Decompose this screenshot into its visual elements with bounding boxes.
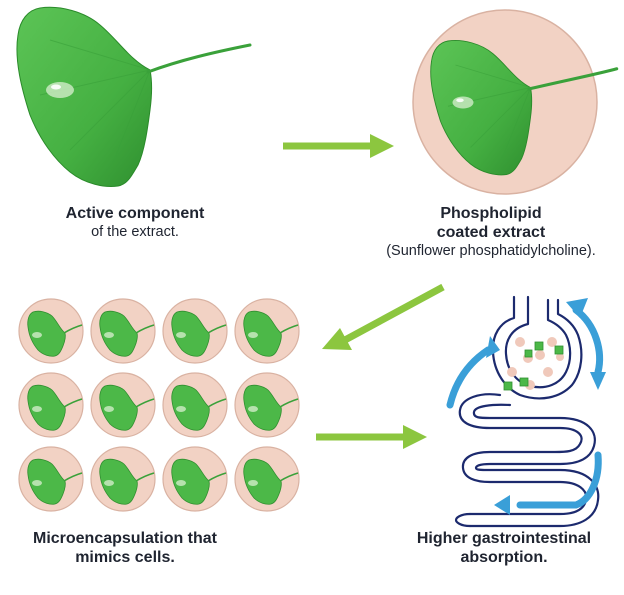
capsule-grid — [18, 298, 300, 512]
caption-subtitle: (Sunflower phosphatidylcholine). — [386, 242, 596, 259]
digestive-tract-icon — [454, 295, 600, 528]
capsule-icon — [162, 372, 228, 438]
caption-title: Phospholipid — [440, 205, 542, 222]
ginkgo-leaf-icon — [15, 5, 252, 188]
circulation-arrow-icon — [446, 306, 604, 509]
caption-microencapsulation: Microencapsulation that mimics cells. — [0, 530, 250, 568]
arrow-right-icon — [316, 425, 427, 449]
capsule-icon — [162, 446, 228, 512]
gut-particles — [503, 337, 564, 391]
capsule-icon — [234, 372, 300, 438]
caption-title-2: absorption. — [460, 548, 548, 566]
capsule-icon — [412, 9, 619, 195]
capsule-icon — [90, 446, 156, 512]
capsule-icon — [234, 446, 300, 512]
capsule-icon — [18, 446, 84, 512]
caption-title: Microencapsulation that — [32, 530, 218, 547]
caption-title: Higher gastrointestinal — [416, 530, 592, 547]
arrow-right-icon — [283, 134, 394, 158]
caption-title-2: mimics cells. — [75, 548, 175, 566]
caption-title: Active component — [65, 205, 205, 222]
capsule-icon — [162, 298, 228, 364]
caption-title-2: coated extract — [436, 223, 546, 241]
capsule-icon — [18, 372, 84, 438]
arrow-down-left-icon — [322, 283, 445, 350]
capsule-icon — [90, 372, 156, 438]
capsule-icon — [234, 298, 300, 364]
caption-subtitle: of the extract. — [91, 223, 179, 240]
caption-absorption: Higher gastrointestinal absorption. — [388, 530, 620, 568]
caption-phospholipid: Phospholipid coated extract (Sunflower p… — [360, 205, 622, 260]
caption-active-component: Active component of the extract. — [20, 205, 250, 241]
circulation-arrow-heads — [486, 298, 606, 515]
capsule-icon — [18, 298, 84, 364]
capsule-icon — [90, 298, 156, 364]
